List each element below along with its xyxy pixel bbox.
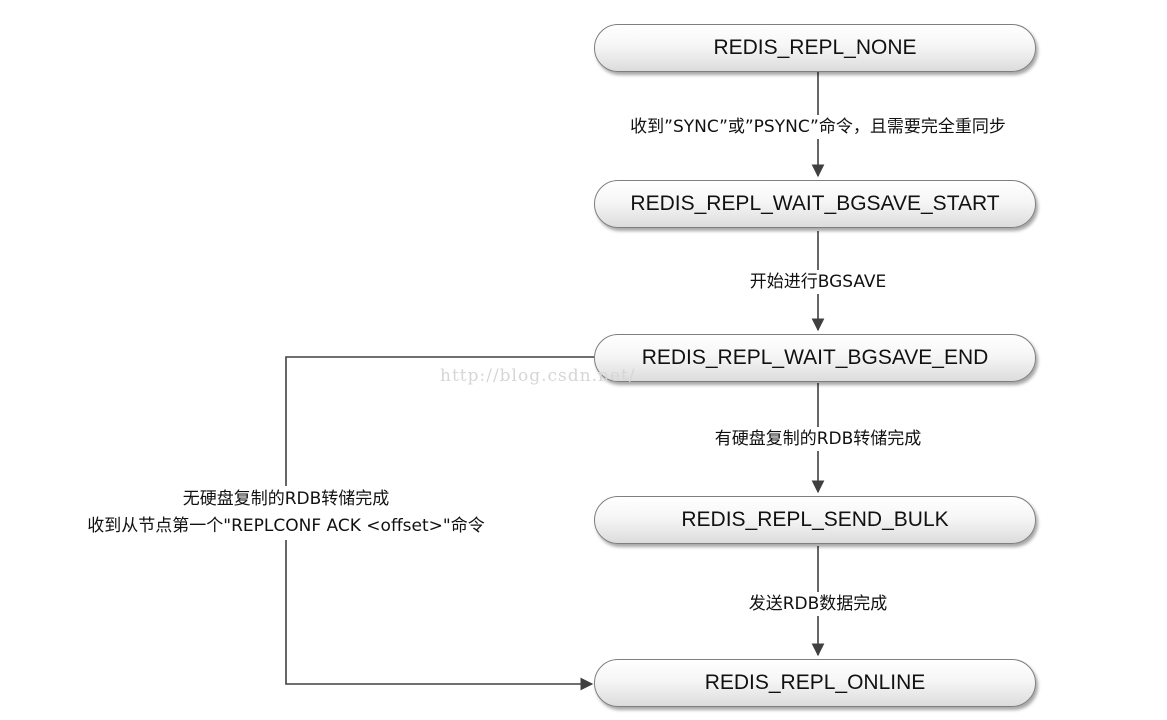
transition-label-rdb-sent: 发送RDB数据完成: [746, 592, 890, 616]
transition-label-diskless: 无硬盘复制的RDB转储完成 收到从节点第一个"REPLCONF ACK <off…: [85, 486, 487, 540]
transition-label-disk-rdb-done: 有硬盘复制的RDB转储完成: [712, 427, 924, 451]
watermark: http://blog.csdn.net/: [440, 366, 636, 386]
diskless-label-line1: 无硬盘复制的RDB转储完成: [182, 489, 390, 509]
state-repl-wait-bgsave-start: REDIS_REPL_WAIT_BGSAVE_START: [594, 180, 1036, 228]
transition-label-bgsave-start: 开始进行BGSAVE: [747, 270, 889, 294]
state-repl-send-bulk: REDIS_REPL_SEND_BULK: [594, 496, 1036, 544]
state-repl-none: REDIS_REPL_NONE: [594, 24, 1036, 72]
state-repl-online: REDIS_REPL_ONLINE: [594, 659, 1036, 707]
state-repl-wait-bgsave-end: REDIS_REPL_WAIT_BGSAVE_END: [594, 334, 1036, 382]
diskless-label-line2: 收到从节点第一个"REPLCONF ACK <offset>"命令: [87, 516, 485, 536]
transition-label-sync: 收到”SYNC”或”PSYNC”命令，且需要完全重同步: [628, 115, 1008, 139]
